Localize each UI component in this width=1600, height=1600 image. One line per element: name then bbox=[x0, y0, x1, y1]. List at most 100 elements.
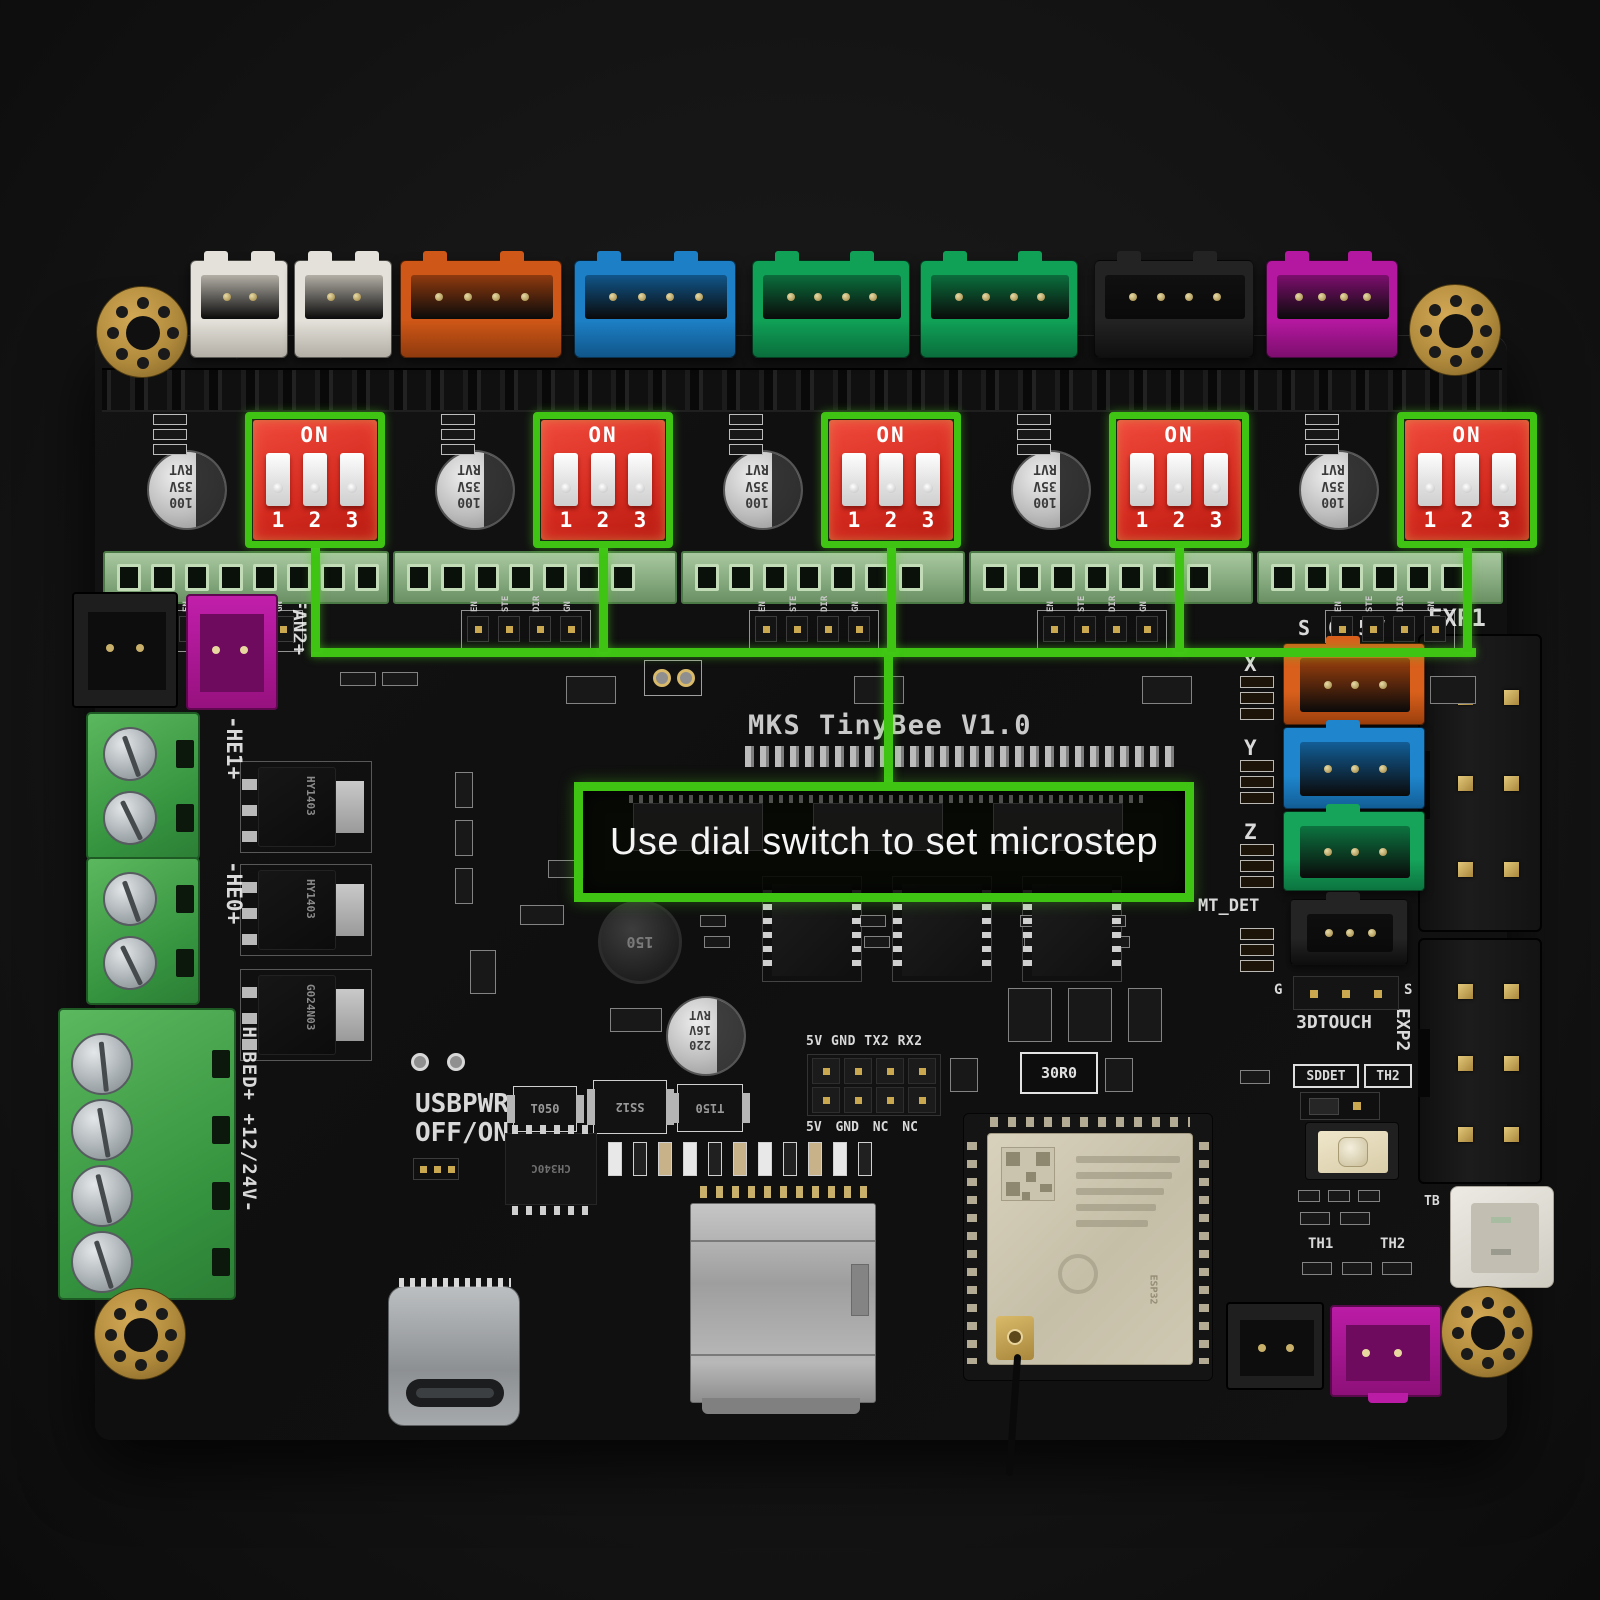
annotation-center-line bbox=[884, 652, 893, 784]
smd-resistor-stack bbox=[1240, 860, 1274, 872]
chip-marking: CH340C bbox=[531, 1162, 571, 1175]
screw-slot bbox=[120, 799, 144, 842]
mounting-hole-dot bbox=[156, 1307, 169, 1320]
connector-pin bbox=[1185, 293, 1193, 301]
terminal-strip-hole bbox=[899, 564, 923, 591]
smd-component bbox=[860, 915, 886, 927]
probe-header bbox=[1293, 976, 1399, 1010]
smd-cluster bbox=[441, 444, 475, 455]
connector-latch-tab bbox=[1117, 251, 1142, 263]
dip-lever-pivot bbox=[598, 483, 608, 493]
smd-resistor-stack bbox=[1240, 792, 1274, 804]
mounting-hole-dot bbox=[1460, 1348, 1473, 1361]
terminal-strip-hole bbox=[983, 564, 1007, 591]
smd-component bbox=[1382, 1262, 1412, 1275]
connector-latch-tab bbox=[308, 251, 333, 263]
module-etched-text-line bbox=[1076, 1172, 1172, 1179]
mounting-hole-dot bbox=[1503, 1348, 1516, 1361]
dip-lever-pivot bbox=[310, 483, 320, 493]
axis-label-X: X bbox=[1244, 652, 1257, 676]
terminal-screw bbox=[71, 1231, 133, 1293]
idc-pin bbox=[1458, 984, 1473, 1000]
terminal-wire-slot bbox=[176, 804, 194, 832]
connector-cavity bbox=[1307, 914, 1393, 952]
sd-slot-seam bbox=[691, 1354, 875, 1356]
terminal-screw bbox=[103, 727, 157, 781]
mosfet-marking: G024N03 bbox=[304, 984, 317, 1031]
axis-label-Y: Y bbox=[1244, 736, 1257, 760]
dip-lever-pivot bbox=[347, 483, 357, 493]
diode-marking: T150 bbox=[695, 1101, 725, 1115]
connector-pin bbox=[327, 293, 335, 301]
driver-pin-contact bbox=[1051, 626, 1058, 633]
smd-resistor-stack bbox=[1240, 676, 1274, 688]
mounting-hole-center bbox=[1471, 1316, 1505, 1350]
dip-number: 2 bbox=[308, 508, 322, 532]
dip-on-label: ON bbox=[300, 423, 330, 447]
uart-header bbox=[807, 1054, 941, 1116]
jumper-pin bbox=[434, 1166, 441, 1173]
terminal-strip-hole bbox=[151, 564, 175, 591]
jumper-pin bbox=[448, 1166, 455, 1173]
terminal-strip-hole bbox=[117, 564, 141, 591]
smd-cluster bbox=[1017, 444, 1051, 455]
module-etched-text-line bbox=[1076, 1204, 1156, 1211]
sddet-jumper bbox=[1300, 1092, 1380, 1120]
diode-cap bbox=[742, 1093, 750, 1123]
antenna-ipex-connector bbox=[996, 1316, 1034, 1360]
smd-component bbox=[1340, 1212, 1370, 1225]
idc-key-notch bbox=[1418, 1029, 1430, 1097]
smd-resistor bbox=[708, 1142, 722, 1176]
side-connector-aux bbox=[1290, 892, 1408, 965]
idc-pin bbox=[1504, 1055, 1519, 1071]
header-pin bbox=[1374, 990, 1382, 998]
smd-cluster bbox=[729, 444, 763, 455]
he1-terminal bbox=[86, 712, 200, 860]
driver-pin-label: DIR bbox=[1108, 595, 1118, 612]
terminal-strip-hole bbox=[1271, 564, 1295, 591]
sd-spring-notch bbox=[851, 1264, 869, 1316]
driver-pin-label: EN bbox=[758, 601, 768, 612]
capacitor-polarity-stripe bbox=[484, 452, 513, 528]
terminal-strip-hole bbox=[287, 564, 311, 591]
top-connector-Z bbox=[752, 251, 910, 358]
mosfet-tab bbox=[336, 781, 364, 833]
connector-latch-tab bbox=[1326, 720, 1360, 730]
annotation-dip-highlight-box bbox=[245, 412, 385, 548]
driver-pin-contact bbox=[506, 626, 513, 633]
chip-shadow-3 bbox=[993, 803, 1123, 851]
module-logo-mark bbox=[1058, 1254, 1098, 1294]
usb-pin-comb bbox=[399, 1278, 511, 1287]
mounting-hole-dot bbox=[167, 327, 179, 339]
axis-label-Z: Z bbox=[1244, 820, 1257, 844]
header-pin bbox=[823, 1068, 830, 1075]
driver-terminal-strip bbox=[681, 551, 965, 604]
sddet-label: SDDET bbox=[1293, 1064, 1359, 1088]
connector-pin bbox=[492, 293, 501, 301]
usb-c-port bbox=[388, 1278, 520, 1426]
chip-pin-row bbox=[629, 795, 1149, 803]
th-black-connector bbox=[1226, 1302, 1324, 1390]
idc-pin bbox=[1458, 862, 1473, 878]
tb-connector bbox=[1450, 1186, 1554, 1288]
dip-lever-pivot bbox=[1137, 483, 1147, 493]
inductor-label: 150 bbox=[626, 933, 654, 951]
smd-component bbox=[470, 950, 496, 994]
smd-component bbox=[864, 936, 890, 948]
mounting-hole-dot bbox=[158, 305, 171, 318]
capacitor-label-line: 35V bbox=[457, 477, 481, 493]
connector-latch-tab bbox=[1326, 804, 1360, 814]
probe-g-label: G bbox=[1274, 982, 1283, 998]
terminal-strip-hole bbox=[185, 564, 209, 591]
dip-on-label: ON bbox=[1164, 423, 1194, 447]
qr-cell bbox=[1022, 1192, 1030, 1200]
ic-pins-left bbox=[893, 890, 902, 970]
connector-cavity bbox=[931, 275, 1069, 319]
sd-pads-row bbox=[700, 1186, 870, 1198]
smd-resistor-stack bbox=[1240, 960, 1274, 972]
ic-pins-right bbox=[1112, 890, 1121, 970]
connector-cavity bbox=[411, 275, 553, 319]
driver-pin bbox=[1362, 616, 1384, 642]
mosfet-leg bbox=[242, 1039, 257, 1050]
